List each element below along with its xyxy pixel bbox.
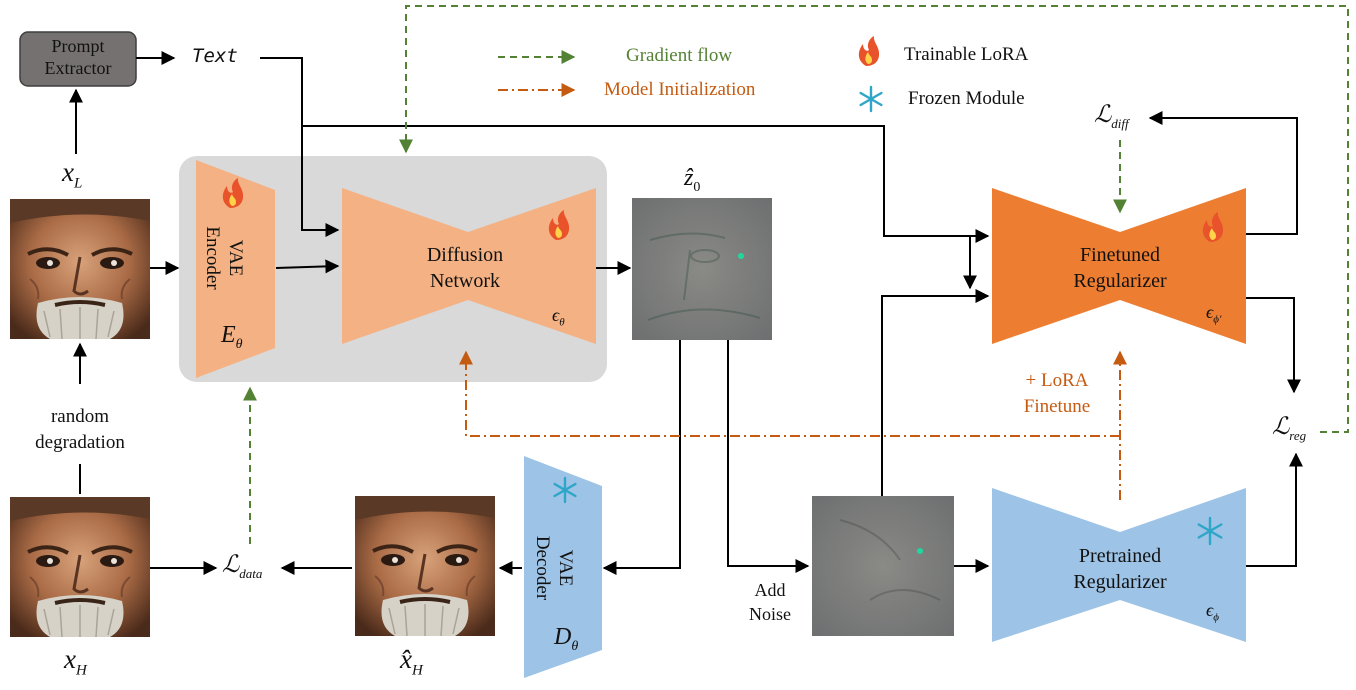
finetuned-label: Finetuned Regularizer (1050, 242, 1190, 294)
diffusion-line2: Network (430, 270, 500, 292)
finetuned-sym-sub: ϕ' (1213, 313, 1222, 326)
xL-label: xL (62, 157, 82, 192)
decoder-sym-sub: θ (571, 638, 579, 654)
diffusion-label: Diffusion Network (400, 242, 530, 294)
pretrained-symbol: ϵϕ (1206, 600, 1219, 624)
z0-main: ẑ (684, 165, 694, 191)
snowflake-icon-pretrained (1197, 516, 1223, 546)
degradation-line2: degradation (35, 432, 125, 453)
degradation-line1: random (50, 406, 110, 427)
fire-icon-diffusion (548, 210, 570, 240)
snowflake-icon-legend (859, 85, 883, 113)
degradation-label: random degradation (18, 404, 142, 456)
pretrained-line2: Regularizer (1073, 571, 1167, 593)
diffusion-line1: Diffusion (426, 244, 504, 266)
loss-diff: ℒdiff (1094, 100, 1129, 132)
vae-encoder-shape (196, 160, 275, 378)
loss-diff-sub: diff (1111, 115, 1129, 131)
pretrained-sym-main: ϵ (1206, 600, 1214, 620)
finetuned-sym-main: ϵ (1206, 302, 1214, 322)
photo-xH (10, 497, 150, 637)
loss-data-sub: data (239, 565, 263, 581)
encoder-sym-sub: θ (235, 336, 243, 352)
pretrained-label: Pretrained Regularizer (1050, 543, 1190, 595)
xhatH-label: x̂H (400, 644, 423, 679)
diffusion-sym-sub: θ (559, 316, 565, 329)
prompt-extractor-label: Prompt Extractor (20, 35, 136, 79)
xH-sub: H (75, 662, 87, 679)
legend-trainable: Trainable LoRA (904, 44, 1029, 65)
text-token: Text (192, 45, 238, 67)
photo-xL (10, 199, 150, 339)
z0-label: ẑ0 (684, 165, 700, 196)
lora-finetune-line1: + LoRA (1025, 370, 1089, 391)
loss-data: ℒdata (222, 550, 262, 582)
prompt-extractor-line2: Extractor (44, 58, 112, 78)
loss-reg: ℒreg (1272, 412, 1306, 444)
legend-gradient-flow: Gradient flow (626, 45, 733, 66)
xL-main: x (62, 157, 74, 187)
finetuned-line2: Regularizer (1073, 270, 1167, 292)
xL-sub: L (73, 175, 83, 192)
add-noise-line1: Add (754, 580, 786, 600)
finetuned-line1: Finetuned (1080, 244, 1160, 266)
snowflake-icon-decoder (553, 476, 577, 504)
fire-icon-finetuned (1202, 212, 1224, 242)
loss-reg-main: ℒ (1272, 414, 1290, 440)
vae-decoder-label: VAE Decoder (531, 515, 577, 621)
lora-finetune-label: + LoRA Finetune (1010, 368, 1104, 420)
vae-encoder-line1: VAE (225, 239, 246, 277)
diffusion-network-shape (342, 188, 596, 344)
pretrained-regularizer-shape (992, 488, 1246, 642)
noisy-latent-image (812, 496, 954, 636)
finetuned-regularizer-shape (992, 188, 1246, 344)
encoder-sym-main: E (221, 322, 236, 348)
xhatH-main: x̂ (400, 644, 412, 674)
decoder-symbol: Dθ (554, 624, 578, 655)
prompt-extractor-line1: Prompt (51, 36, 105, 56)
loss-diff-main: ℒ (1094, 102, 1112, 128)
photo-xhatH (355, 496, 495, 636)
vae-decoder-line1: VAE (555, 549, 576, 587)
encoder-symbol: Eθ (221, 322, 243, 353)
xH-main: x (64, 644, 76, 674)
diffusion-sym-main: ϵ (552, 305, 560, 325)
pretrained-line1: Pretrained (1078, 545, 1162, 567)
diffusion-symbol: ϵθ (552, 305, 565, 329)
vae-encoder-label: VAE Encoder (201, 205, 247, 311)
vae-decoder-line2: Decoder (532, 535, 553, 601)
add-noise-label: Add Noise (738, 578, 802, 626)
lora-finetune-line2: Finetune (1023, 396, 1091, 417)
xhatH-sub: H (411, 662, 423, 679)
decoder-sym-main: D (554, 624, 572, 650)
z0-sub: 0 (693, 179, 701, 195)
loss-data-main: ℒ (222, 552, 240, 578)
vae-decoder-shape (524, 456, 602, 678)
vae-encoder-line2: Encoder (202, 226, 223, 290)
loss-reg-sub: reg (1289, 427, 1307, 443)
fire-icon-encoder (222, 178, 244, 208)
legend-model-init: Model Initialization (604, 79, 756, 100)
pretrained-sym-sub: ϕ (1213, 611, 1219, 624)
xH-label: xH (64, 644, 87, 679)
finetuned-symbol: ϵϕ' (1206, 302, 1221, 326)
latent-z0-image (632, 198, 772, 340)
legend-frozen: Frozen Module (908, 88, 1025, 109)
add-noise-line2: Noise (749, 604, 791, 624)
fire-icon-legend (858, 36, 880, 66)
